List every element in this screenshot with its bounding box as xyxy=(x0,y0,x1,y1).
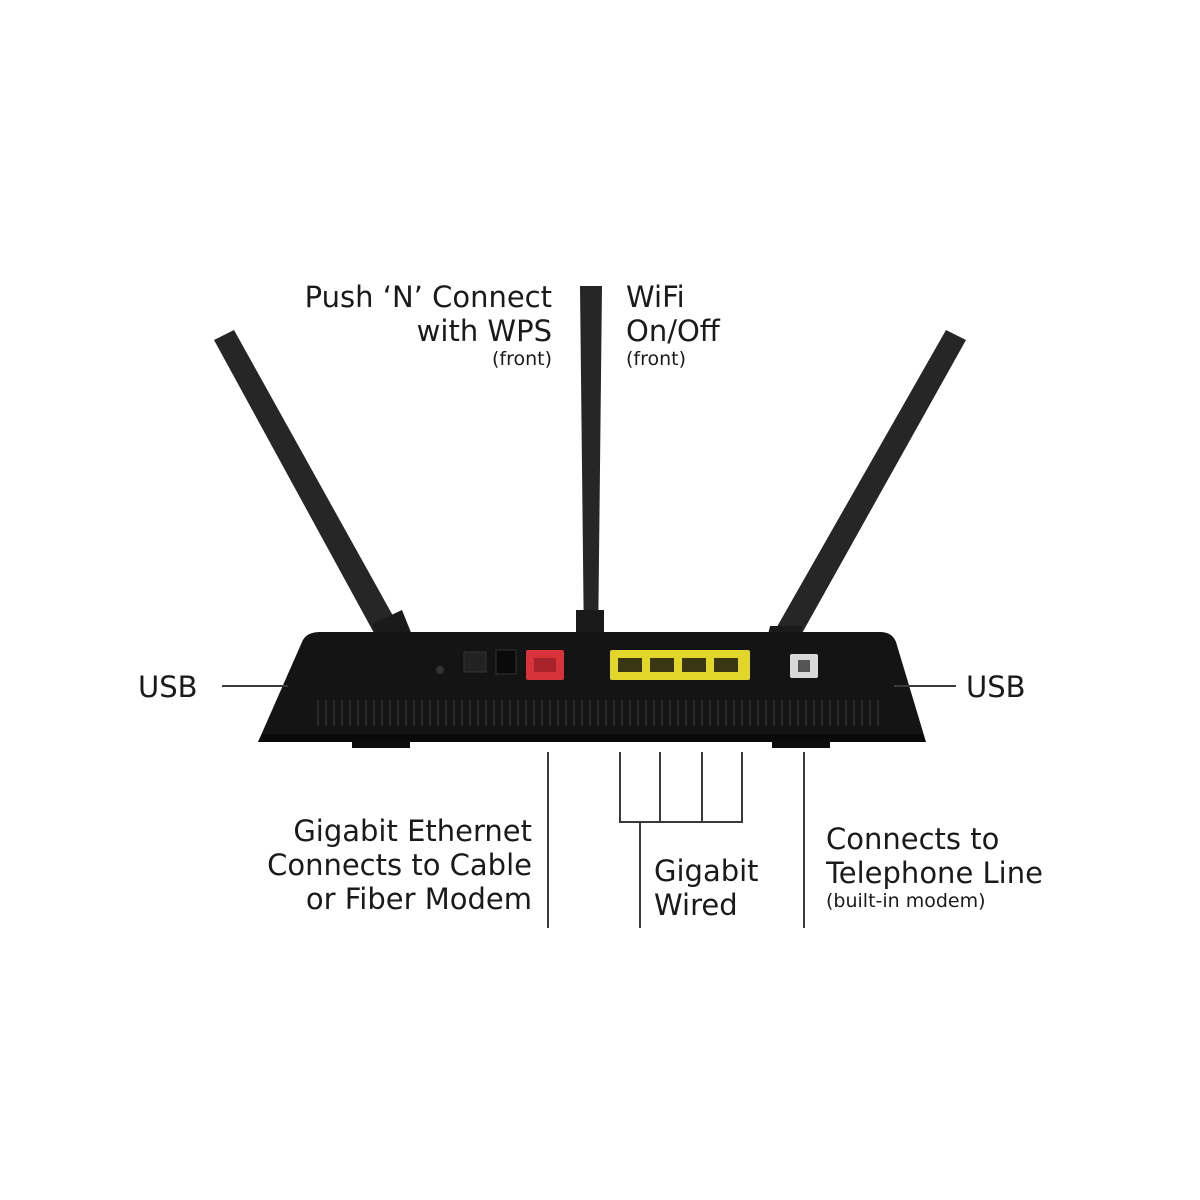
wifi-label-line1: WiFi xyxy=(626,280,685,314)
left-antenna xyxy=(214,330,402,644)
right-antenna xyxy=(774,330,966,644)
wan-label: Gigabit Ethernet Connects to Cable or Fi… xyxy=(267,814,532,917)
phone-label-line2: Telephone Line xyxy=(826,856,1043,891)
usb-left-text: USB xyxy=(138,670,198,704)
router-body xyxy=(258,632,926,748)
lan-ports xyxy=(618,658,738,672)
wan-label-line3: or Fiber Modem xyxy=(305,882,532,917)
usb-right-text: USB xyxy=(966,670,1026,704)
lan-label-line2: Wired xyxy=(654,888,738,923)
center-antenna xyxy=(580,286,602,648)
phone-label: Connects to Telephone Line (built-in mod… xyxy=(826,822,1043,913)
wifi-label-note: (front) xyxy=(626,348,687,371)
wifi-label: WiFi On/Off (front) xyxy=(626,280,720,371)
wps-label: Push ‘N’ Connect with WPS (front) xyxy=(305,280,552,371)
lan-port-bank xyxy=(610,650,750,680)
wps-label-note: (front) xyxy=(491,348,552,371)
antennas xyxy=(214,286,966,652)
vent-slots xyxy=(317,700,879,726)
left-foot xyxy=(352,740,410,748)
lan-bracket xyxy=(619,752,743,928)
phone-label-note: (built-in modem) xyxy=(826,890,986,913)
lan-label-line1: Gigabit xyxy=(654,854,759,888)
power-switch xyxy=(463,651,487,673)
wan-label-line2: Connects to Cable xyxy=(267,848,532,883)
power-jack xyxy=(495,649,517,675)
wifi-label-line2: On/Off xyxy=(626,314,720,349)
wan-label-line1: Gigabit Ethernet xyxy=(293,814,532,848)
lan-label: Gigabit Wired xyxy=(654,854,759,922)
usb-right-label: USB xyxy=(966,670,1026,704)
wps-label-line2: with WPS xyxy=(416,314,552,349)
callout-lines xyxy=(222,685,956,928)
reset-button xyxy=(436,666,444,674)
back-panel xyxy=(436,649,818,680)
phone-label-line1: Connects to xyxy=(826,822,1000,856)
right-foot xyxy=(772,740,830,748)
wps-label-line1: Push ‘N’ Connect xyxy=(304,280,552,314)
usb-left-label: USB xyxy=(138,670,198,704)
